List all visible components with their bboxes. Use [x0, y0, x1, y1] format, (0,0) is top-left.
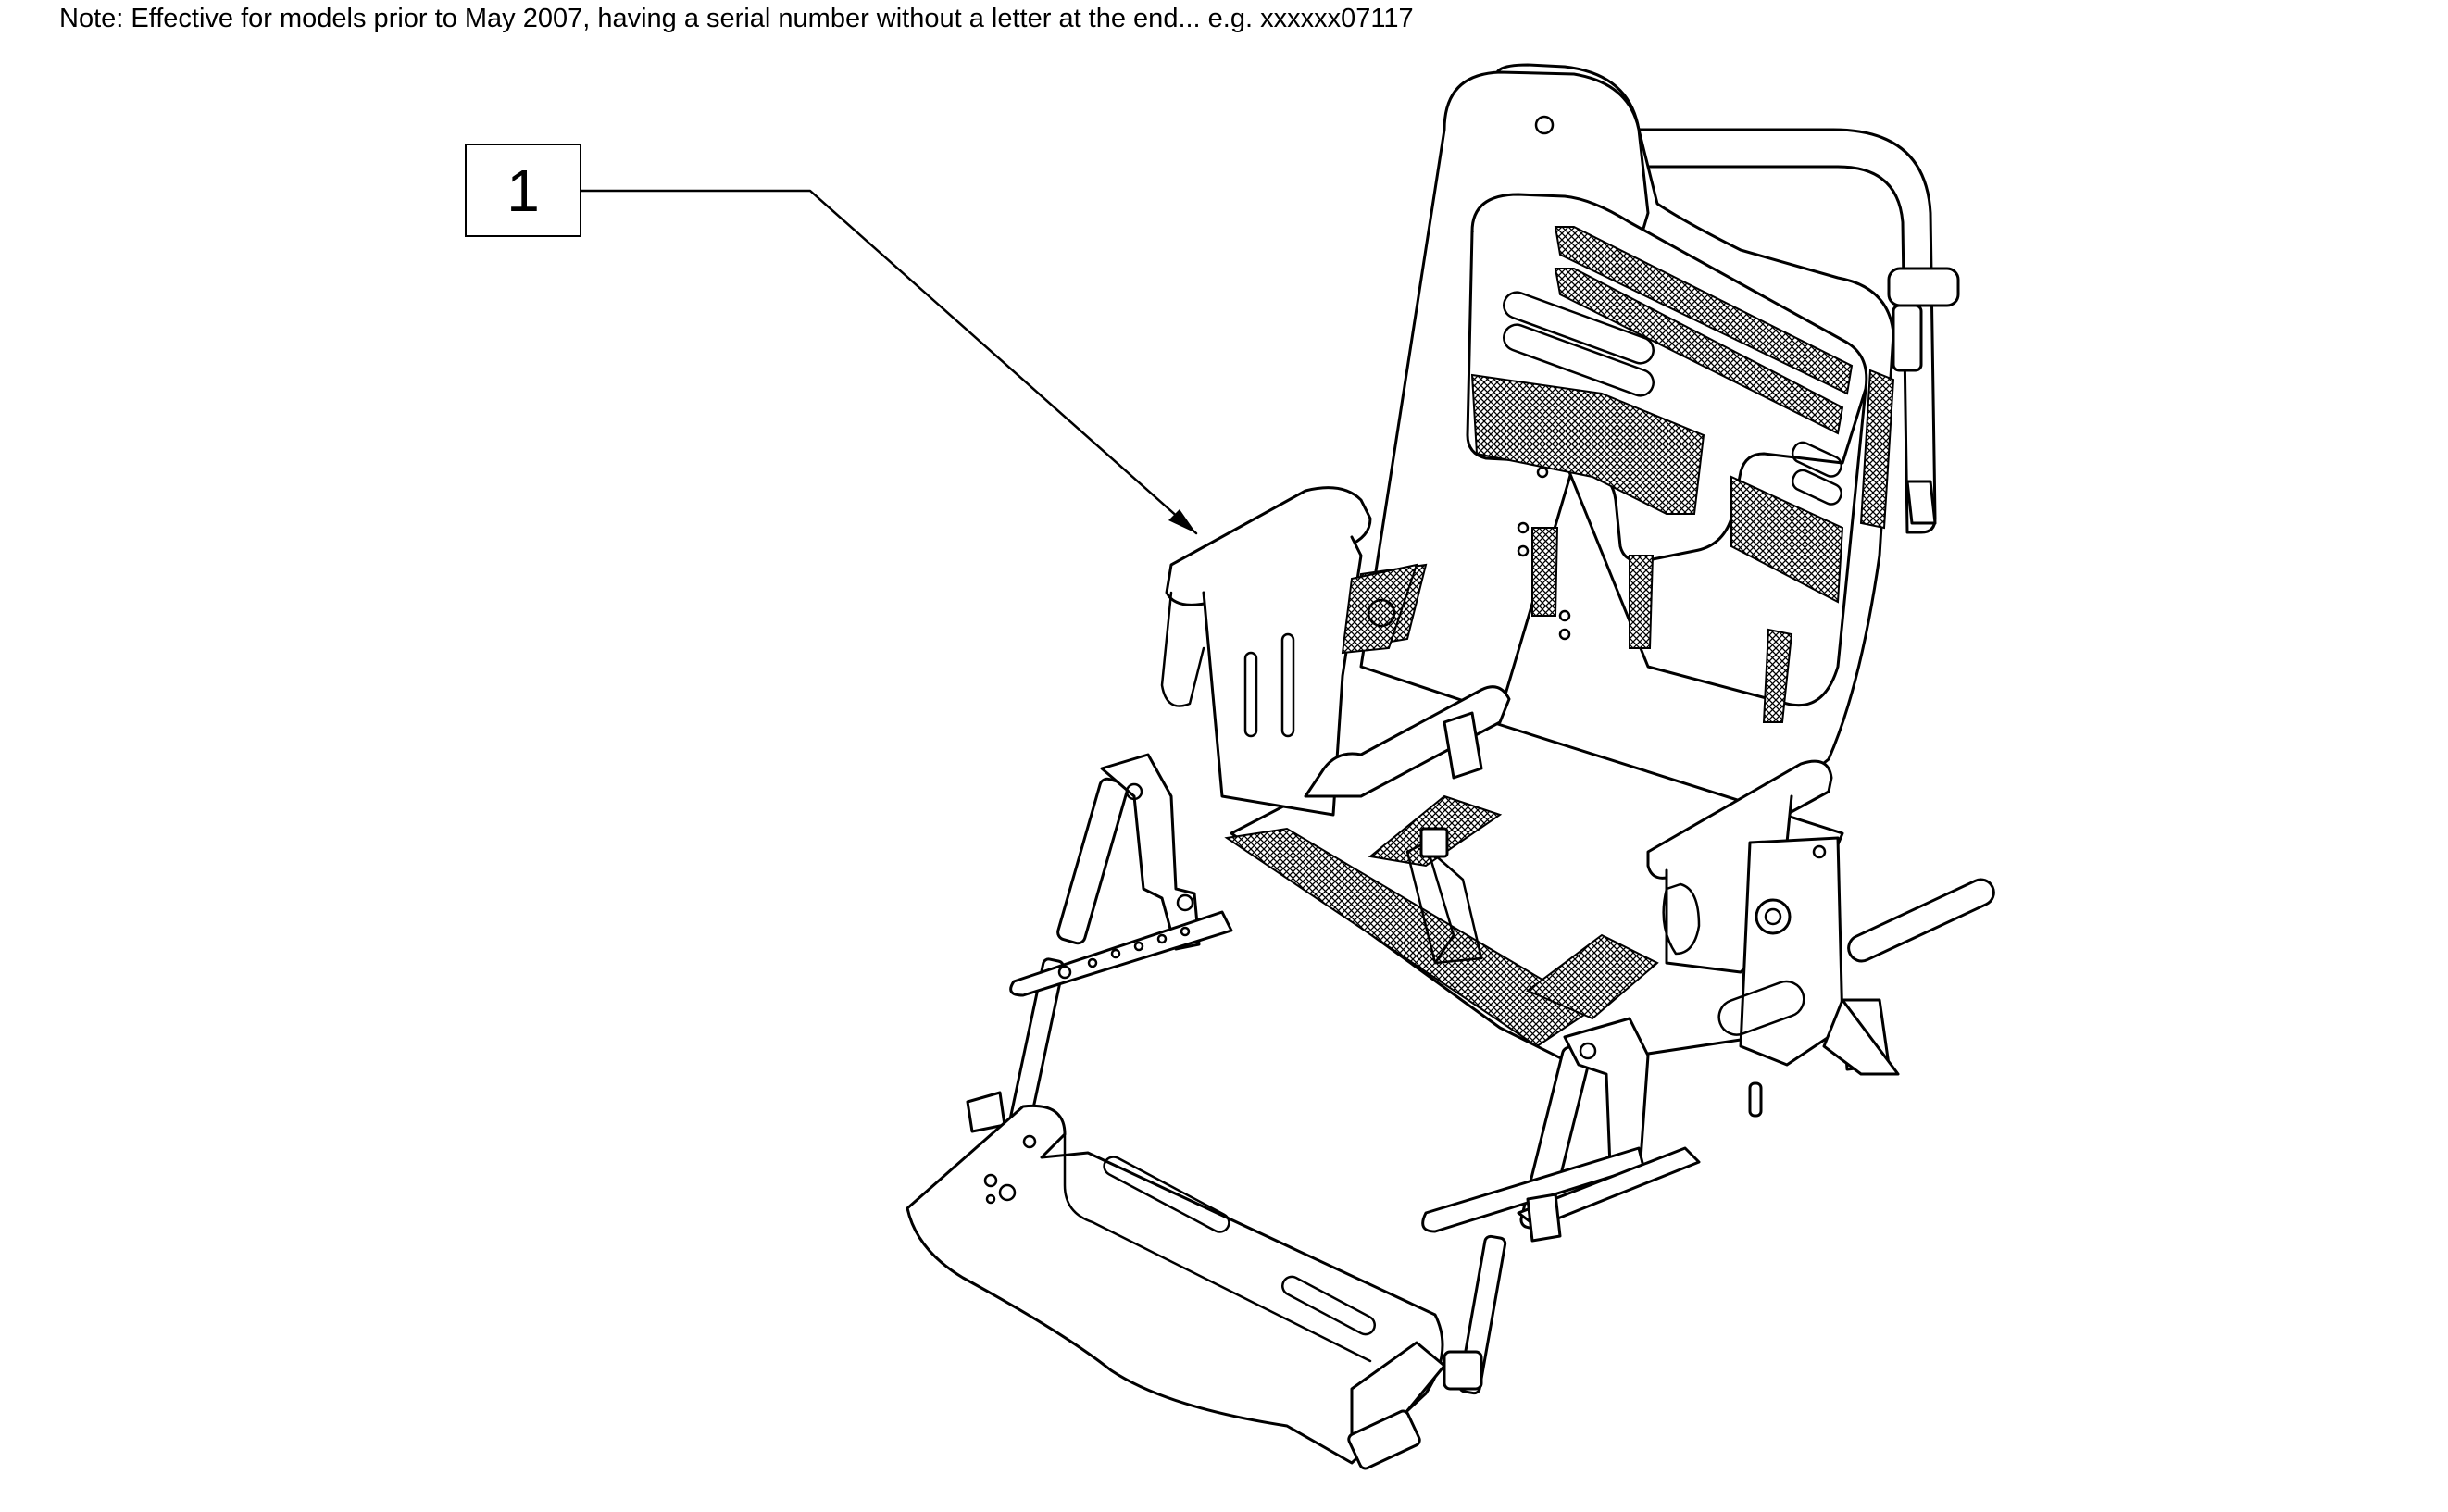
right-armrest [1646, 759, 1844, 1067]
right-frame-bar [1748, 878, 1995, 1118]
callout-label-1: 1 [506, 156, 540, 224]
left-legrest-tube [966, 753, 1233, 1135]
callout-leader-line [580, 189, 1198, 535]
left-armrest [1160, 486, 1511, 817]
back-slots [1503, 291, 1842, 641]
seat-pan [1224, 711, 1844, 1067]
callout-box-1: 1 [465, 144, 581, 237]
note-text: Note: Effective for models prior to May … [59, 4, 1414, 33]
footplate [906, 1104, 1446, 1470]
right-legrest-tube [1421, 1017, 1701, 1395]
back-upholstery-mesh [1350, 226, 1895, 723]
